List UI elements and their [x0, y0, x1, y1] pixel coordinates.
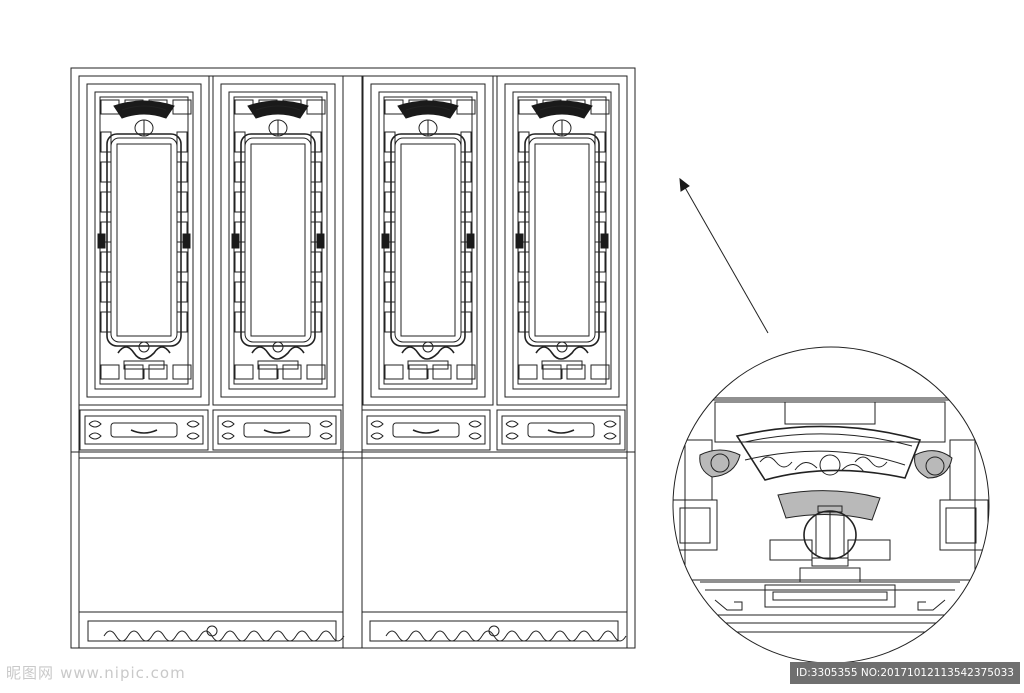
skirt-scroll	[175, 630, 201, 642]
skirt-scroll	[295, 630, 321, 642]
skirt-scroll	[247, 630, 273, 642]
skirt-scroll	[223, 630, 249, 642]
skirt-scroll	[409, 630, 435, 642]
skirt-scroll	[457, 630, 483, 642]
skirt-scroll	[271, 630, 297, 642]
base-skirt	[78, 611, 628, 649]
skirt-scroll	[319, 630, 345, 642]
skirt-scroll	[529, 630, 555, 642]
skirt-medallion	[206, 625, 218, 637]
door-panel	[212, 75, 344, 406]
lower-body	[342, 452, 363, 612]
watermark-site: 昵图网 www.nipic.com	[6, 662, 186, 683]
skirt-scroll	[151, 630, 177, 642]
skirt-scroll	[505, 630, 531, 642]
door-panel	[496, 75, 628, 406]
skirt-scroll	[385, 630, 411, 642]
watermark-logo-text: 昵图网	[6, 664, 55, 682]
detail-magnifier	[672, 346, 990, 664]
drawer	[212, 409, 342, 451]
door-panel	[78, 75, 210, 406]
skirt-scroll	[433, 630, 459, 642]
skirt-scroll	[103, 630, 129, 642]
drawer	[496, 409, 626, 451]
watermark-url: www.nipic.com	[60, 664, 186, 682]
drawer-strips	[79, 409, 626, 451]
drawer	[79, 409, 209, 451]
skirt-medallion	[488, 625, 500, 637]
outer-frame	[70, 67, 636, 649]
skirt-scroll	[601, 630, 627, 642]
drawer	[361, 409, 491, 451]
skirt-scroll	[127, 630, 153, 642]
watermark-image-id: ID:3305355 NO:20171012113542375033	[790, 662, 1020, 684]
door-panels	[78, 75, 628, 452]
skirt-scroll	[577, 630, 603, 642]
door-panel	[362, 75, 494, 406]
detail-pointer-arrow	[679, 177, 769, 334]
skirt-scroll	[553, 630, 579, 642]
